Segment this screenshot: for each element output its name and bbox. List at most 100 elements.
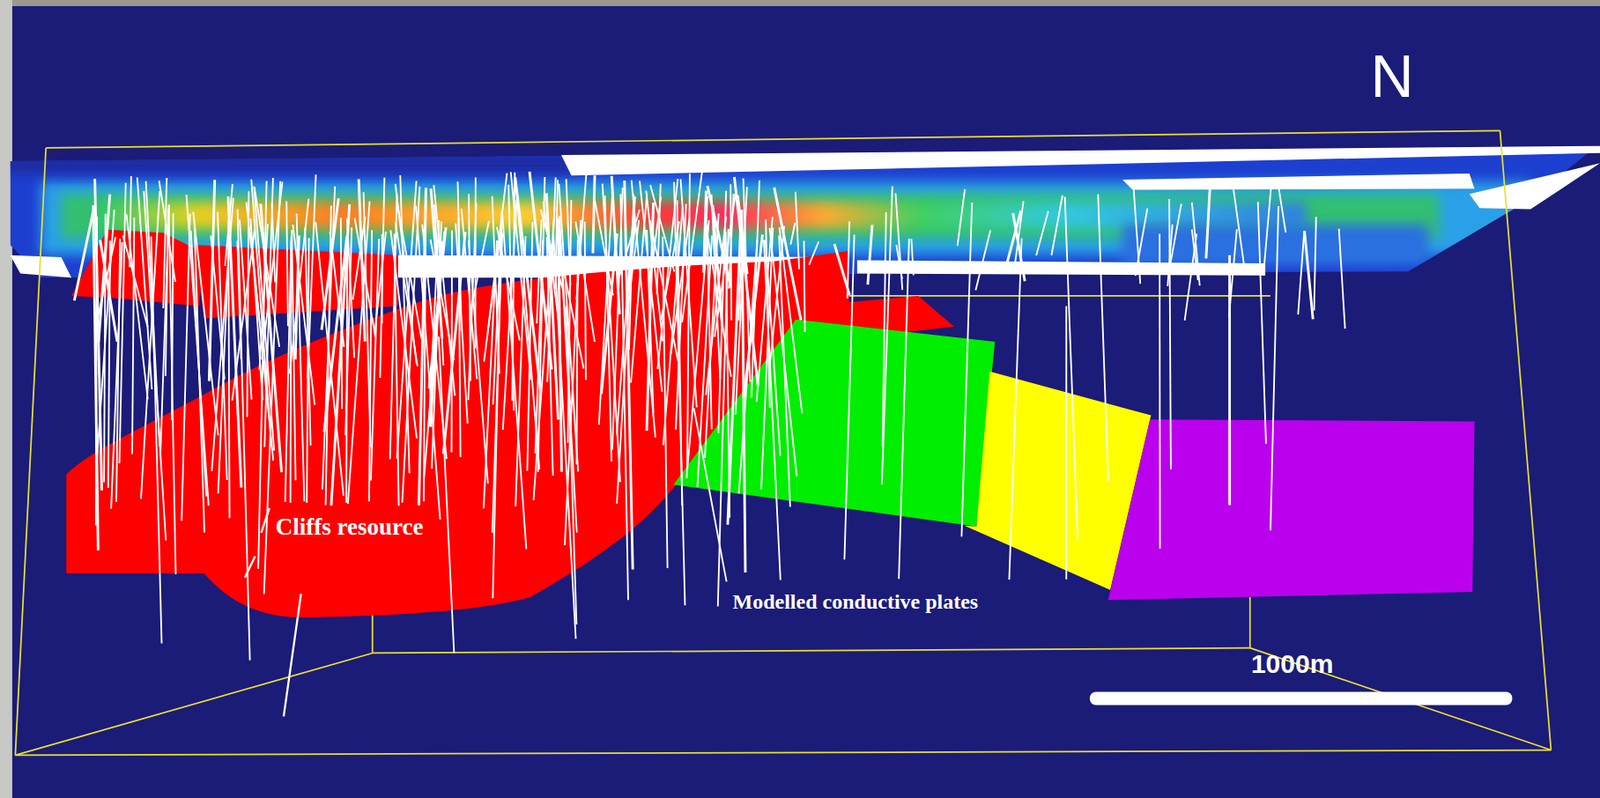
window-edge: [0, 0, 1600, 7]
drill-hole: [307, 174, 316, 378]
drill-hole: [401, 186, 420, 504]
drill-hole: [96, 216, 97, 526]
drill-hole: [515, 177, 541, 389]
drill-hole: [129, 176, 132, 267]
drill-hole: [192, 212, 218, 437]
drill-hole: [1297, 231, 1304, 316]
drill-hole: [592, 175, 595, 253]
drill-hole: [132, 217, 134, 454]
drill-hole: [662, 237, 668, 569]
drill-hole: [576, 173, 586, 300]
drill-hole: [496, 227, 520, 341]
drill-hole: [739, 239, 758, 495]
drill-hole: [324, 236, 348, 432]
drill-hole: [705, 216, 726, 396]
scale-bar: [1089, 692, 1512, 706]
drill-hole: [687, 173, 690, 472]
drill-hole: [957, 189, 965, 246]
drill-hole: [474, 177, 477, 349]
drill-hole: [844, 235, 854, 561]
drill-hole: [1258, 201, 1267, 444]
drill-hole: [93, 205, 99, 551]
drill-hole: [529, 171, 552, 370]
drill-hole: [363, 192, 371, 447]
drill-hole: [285, 236, 292, 502]
drill-hole: [261, 181, 282, 360]
drill-hole: [896, 244, 903, 280]
drill-hole: [322, 186, 335, 490]
drill-hole: [694, 407, 727, 582]
drill-hole: [624, 180, 633, 571]
drill-hole: [390, 192, 398, 460]
drill-hole: [804, 241, 806, 334]
drill-hole: [250, 232, 274, 461]
drill-hole: [808, 241, 819, 265]
drill-hole: [1097, 194, 1109, 482]
drill-hole: [627, 220, 639, 311]
drill-hole: [468, 240, 489, 484]
drill-hole: [975, 230, 991, 291]
drill-hole: [162, 177, 167, 309]
drill-hole: [1008, 237, 1022, 580]
drill-hole: [1278, 187, 1286, 233]
drill-hole: [602, 184, 621, 483]
drill-hole: [895, 192, 903, 290]
bounding-box: [14, 130, 1551, 756]
drill-hole: [438, 336, 454, 653]
drill-hole: [847, 221, 850, 299]
window-edge: [0, 0, 13, 798]
drill-hole: [881, 186, 893, 485]
north-arrow-label: N: [1370, 43, 1452, 110]
drill-hole: [1158, 234, 1161, 549]
drill-hole: [1135, 208, 1149, 277]
bounding-box: [14, 130, 1551, 756]
drill-hole: [651, 196, 661, 275]
drill-hole: [538, 177, 546, 473]
drill-hole: [795, 192, 800, 270]
drill-hole: [181, 214, 191, 522]
drill-hole: [1339, 229, 1346, 330]
drill-hole: [483, 227, 502, 363]
drill-hole: [429, 227, 446, 389]
drill-hole: [492, 212, 502, 600]
drill-hole: [502, 211, 526, 550]
drill-hole: [254, 187, 280, 348]
drill-hole: [1270, 206, 1279, 531]
drill-hole: [1185, 233, 1198, 320]
drill-hole: [451, 230, 453, 453]
drill-hole: [599, 191, 613, 425]
drill-hole: [103, 214, 106, 483]
drill-hole: [566, 306, 578, 625]
drill-hole: [246, 191, 249, 417]
drill-hole: [116, 238, 120, 503]
drill-hole: [74, 208, 94, 301]
drill-hole: [1167, 224, 1172, 287]
drill-hole: [576, 239, 578, 465]
resource-label: Cliffs resource: [275, 512, 430, 543]
drill-hole: [867, 224, 873, 285]
drill-hole: [345, 227, 352, 436]
drill-hole: [353, 216, 366, 300]
drill-hole: [292, 224, 315, 405]
drill-hole: [790, 222, 795, 245]
drill-hole: [208, 179, 215, 382]
drill-hole: [1013, 213, 1025, 282]
drill-hole: [566, 178, 571, 286]
drill-hole: [511, 171, 532, 380]
drill-hole: [211, 198, 233, 472]
plates-label: Modelled conductive plates: [733, 590, 1081, 614]
drill-hole: [119, 183, 126, 464]
drill-hole: [237, 209, 251, 661]
drill-hole: [882, 212, 887, 447]
drill-hole: [1051, 195, 1063, 256]
conductive-plate: [1108, 419, 1475, 600]
drill-hole: [718, 229, 729, 608]
drill-hole: [355, 218, 377, 338]
drill-hole: [140, 191, 160, 499]
drill-hole: [727, 228, 741, 526]
drill-hole: [898, 238, 910, 579]
drill-hole: [1036, 211, 1049, 256]
drill-hole: [143, 191, 166, 541]
drill-hole: [1206, 185, 1211, 259]
drill-hole: [585, 222, 586, 381]
